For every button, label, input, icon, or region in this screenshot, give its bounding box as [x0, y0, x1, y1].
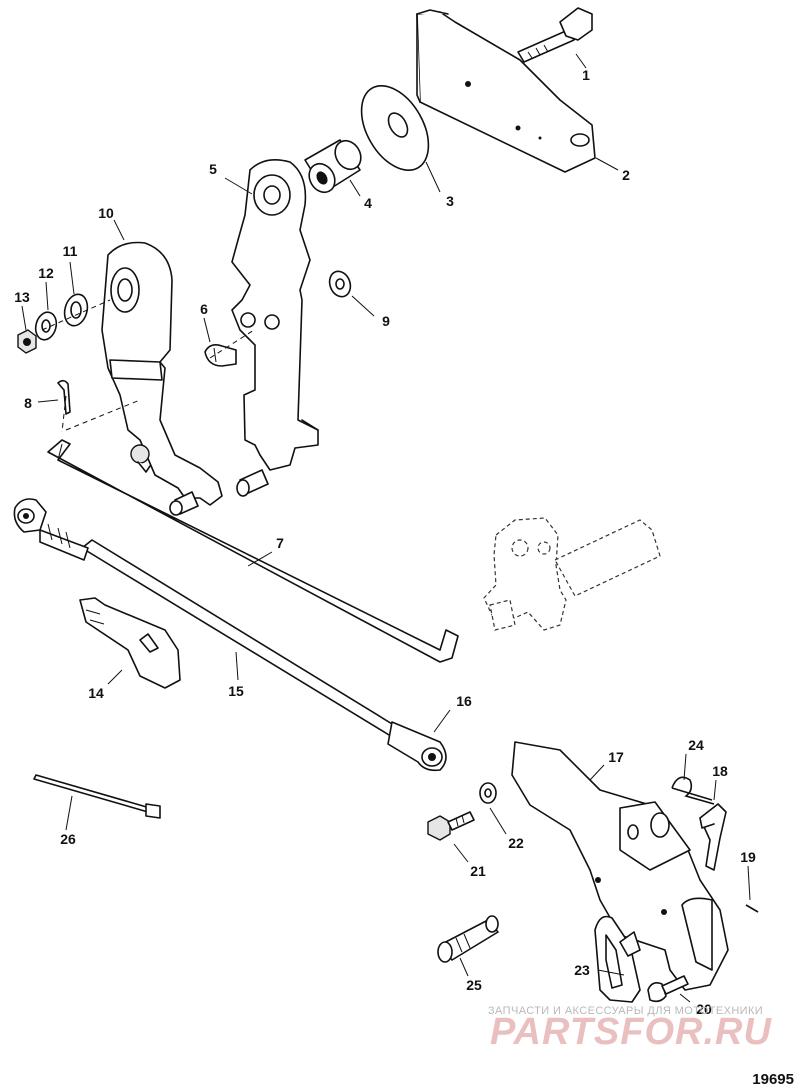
part-24-hairpin: [671, 776, 715, 805]
callout-13: 13: [14, 289, 30, 305]
part-16-rod-end: [387, 721, 447, 772]
callout-7: 7: [276, 535, 284, 551]
callout-labels: 1 2 3 4 5 6 7 8 9 10 11 12 13 14 15 16 1…: [14, 67, 756, 1017]
part-21-bolt: [427, 811, 475, 841]
callout-20: 20: [696, 1001, 712, 1017]
callout-3: 3: [446, 193, 454, 209]
watermark-logo-text: PARTSFOR.RU: [490, 1011, 772, 1053]
part-3-large-washer: [360, 84, 430, 172]
part-8-cotter-pin: [57, 379, 71, 415]
part-10-throttle-lever: [101, 241, 223, 516]
part-22-washer: [479, 782, 497, 804]
callout-6: 6: [200, 301, 208, 317]
callout-16: 16: [456, 693, 472, 709]
part-7-shift-rod: [47, 439, 459, 663]
part-17-anchor-bracket: [511, 741, 729, 991]
callout-4: 4: [364, 195, 372, 211]
callout-25: 25: [466, 977, 482, 993]
reference-linkage-ghost: [483, 517, 661, 631]
callout-21: 21: [470, 863, 486, 879]
callout-23: 23: [574, 962, 590, 978]
callout-18: 18: [712, 763, 728, 779]
part-14-clip: [79, 597, 181, 689]
callout-10: 10: [98, 205, 114, 221]
part-6-screw: [204, 344, 237, 367]
part-9-small-washer: [328, 270, 352, 298]
callout-19: 19: [740, 849, 756, 865]
part-2-bracket-plate: [416, 9, 596, 173]
callout-8: 8: [24, 395, 32, 411]
callout-12: 12: [38, 265, 54, 281]
part-13-nut: [17, 329, 37, 354]
part-20-screw: [647, 975, 689, 1003]
part-19-pin: [745, 904, 759, 913]
callout-17: 17: [608, 749, 624, 765]
callout-2: 2: [622, 167, 630, 183]
callout-14: 14: [88, 685, 104, 701]
alignment-lines: [41, 299, 255, 433]
part-4-spacer-sleeve: [304, 139, 362, 194]
part-18-latch: [699, 803, 727, 871]
part-26-cable-tie: [33, 774, 161, 819]
callout-5: 5: [209, 161, 217, 177]
part-1-bolt: [517, 7, 593, 63]
part-23-retainer: [594, 915, 641, 1003]
watermark-tagline: ЗАПЧАСТИ И АКСЕССУАРЫ ДЛЯ МОТОТЕХНИКИ: [488, 1005, 763, 1017]
callout-26: 26: [60, 831, 76, 847]
callout-9: 9: [382, 313, 390, 329]
callout-1: 1: [582, 67, 590, 83]
callout-15: 15: [228, 683, 244, 699]
rod-end-left: [13, 498, 47, 533]
part-5-shift-lever: [231, 159, 319, 497]
part-15-link-rod: [39, 523, 403, 739]
part-25-stud: [437, 915, 499, 963]
callout-22: 22: [508, 835, 524, 851]
leader-lines: [21, 53, 751, 1003]
callout-24: 24: [688, 737, 704, 753]
callout-11: 11: [63, 243, 78, 259]
figure-number: 19695: [752, 1071, 794, 1088]
watermark: ЗАПЧАСТИ И АКСЕССУАРЫ ДЛЯ МОТОТЕХНИКИ PA…: [488, 1005, 772, 1053]
part-12-washer: [34, 311, 58, 341]
